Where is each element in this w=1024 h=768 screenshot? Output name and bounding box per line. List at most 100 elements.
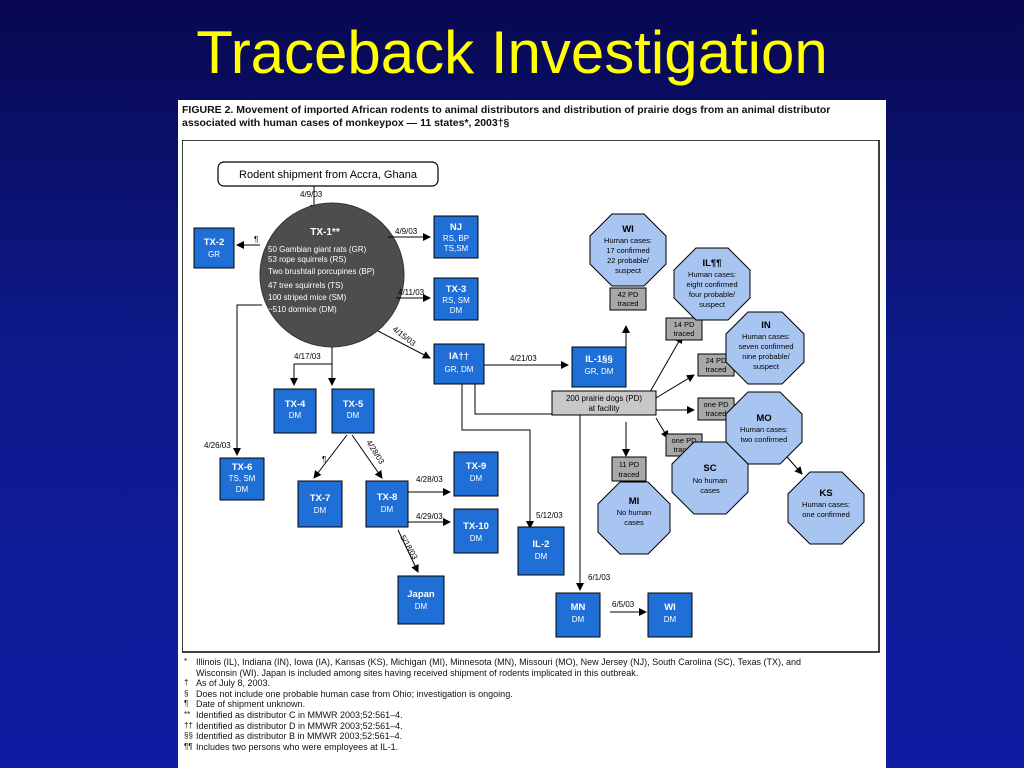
pd-il-0: 14 PD — [674, 320, 695, 329]
state-wi-l3: suspect — [615, 266, 642, 275]
state-il-l3: suspect — [699, 300, 726, 309]
footnote-text: Wisconsin (WI). Japan is included among … — [196, 667, 639, 678]
date-tx10: 4/29/03 — [416, 512, 443, 521]
date-tx3: 4/11/03 — [398, 288, 425, 297]
arrow-tx1-tx6 — [233, 304, 262, 456]
figure-caption: FIGURE 2. Movement of imported African r… — [182, 104, 882, 129]
footnote-mark: ¶¶ — [184, 741, 193, 751]
pd-sc-0: one PD — [671, 436, 697, 445]
box-il1-name: IL-1§§ — [585, 354, 612, 365]
pd-sc-1: traced — [674, 445, 695, 454]
pd-box-wi — [609, 287, 647, 311]
connectors — [233, 233, 803, 616]
box-tx6-sub2: DM — [236, 485, 249, 494]
box-tx7-sub: DM — [314, 506, 327, 515]
box-tx5-sub: DM — [347, 411, 360, 420]
box-tx9-name: TX-9 — [466, 461, 487, 472]
tx1-line-4: 100 striped mice (SM) — [268, 293, 347, 302]
footnote-mark: * — [184, 657, 188, 666]
arrow-tx1-ia — [377, 330, 431, 359]
box-tx4 — [273, 388, 317, 434]
footnote-text: Illinois (IL), Indiana (IN), Iowa (IA), … — [196, 657, 801, 667]
date-tx8: 4/28/03 — [364, 438, 386, 466]
octagon-mi — [597, 481, 671, 555]
footnote: * Illinois (IL), Indiana (IN), Iowa (IA),… — [184, 657, 884, 668]
box-il2 — [517, 526, 565, 576]
footnote-text: Identified as distributor C in MMWR 2003… — [196, 709, 403, 720]
state-ks-l0: Human cases: — [802, 500, 850, 509]
tx1-line-2: Two brushtail porcupines (BP) — [268, 267, 375, 276]
pd-il-1: traced — [674, 329, 695, 338]
state-sc-name: SC — [703, 463, 716, 474]
box-wi-dist-sub: DM — [664, 615, 677, 624]
box-tx3 — [433, 277, 479, 321]
caption-line-1: FIGURE 2. Movement of imported African r… — [182, 104, 831, 116]
footnote: ¶¶Includes two persons who were employee… — [184, 742, 884, 753]
date-il1: 4/21/03 — [510, 354, 537, 363]
traceback-diagram: Rodent shipment from Accra, Ghana 4/9/03… — [182, 140, 880, 653]
state-il-l1: eight confirmed — [686, 280, 737, 289]
figure-panel: FIGURE 2. Movement of imported African r… — [178, 100, 886, 768]
state-il-l2: four probable/ — [689, 290, 736, 299]
pd-boxes: 42 PD traced 14 PD traced 24 PD traced o… — [609, 287, 735, 482]
arrow-tx5-tx7 — [313, 434, 348, 479]
state-mo-l0: Human cases: — [740, 425, 788, 434]
state-mo-l1: two confirmed — [741, 435, 788, 444]
footnote-mark: †† — [184, 720, 193, 730]
footnote: **Identified as distributor C in MMWR 20… — [184, 710, 884, 721]
box-il1 — [571, 346, 627, 388]
footnote-mark: † — [184, 678, 189, 688]
date-tx6: 4/26/03 — [204, 441, 231, 450]
octagon-mo — [725, 391, 803, 465]
shipment-box — [217, 161, 439, 187]
state-in-name: IN — [761, 320, 771, 331]
state-sc-l0: No human — [693, 476, 728, 485]
box-tx4-sub: DM — [289, 411, 302, 420]
state-il-name: IL¶¶ — [702, 258, 721, 269]
arrow-facility-in — [655, 374, 695, 399]
box-tx4-name: TX-4 — [285, 399, 306, 410]
octagon-in — [725, 311, 805, 385]
state-wi-l2: 22 probable/ — [607, 256, 650, 265]
box-tx5 — [331, 388, 375, 434]
box-tx8-name: TX-8 — [377, 492, 398, 503]
footnote-mark: §§ — [184, 731, 193, 741]
pd-mi-1: traced — [619, 470, 640, 479]
footnote: ¶Date of shipment unknown. — [184, 699, 884, 710]
box-il1-sub: GR, DM — [585, 367, 614, 376]
box-tx9 — [453, 451, 499, 497]
date-il2: 5/12/03 — [536, 511, 563, 520]
arrow-facility-il — [649, 335, 683, 393]
slide-title: Traceback Investigation — [196, 19, 828, 86]
tx1-line-3: 47 tree squirrels (TS) — [268, 281, 343, 290]
date-tx45: 4/17/03 — [294, 352, 321, 361]
tx1-label: TX-1** — [310, 227, 340, 238]
tx1-line-5: ~510 dormice (DM) — [268, 305, 337, 314]
footnote-text: Does not include one probable human case… — [196, 688, 513, 699]
date-tx9: 4/28/03 — [416, 475, 443, 484]
box-nj-sub: RS, BP — [443, 234, 469, 243]
box-tx6-sub: TS, SM — [229, 474, 256, 483]
state-mi-l1: cases — [624, 518, 644, 527]
state-in-l2: nine probable/ — [742, 352, 790, 361]
octagon-ks — [787, 471, 865, 545]
box-tx10-sub: DM — [470, 534, 483, 543]
footnote-text: Identified as distributor B in MMWR 2003… — [196, 731, 403, 742]
box-tx3-name: TX-3 — [446, 284, 467, 295]
state-in-l0: Human cases: — [742, 332, 790, 341]
arrow-ia-mn — [474, 384, 584, 591]
box-tx7-name: TX-7 — [310, 493, 331, 504]
box-tx5-name: TX-5 — [343, 399, 364, 410]
octagon-sc — [671, 441, 749, 515]
date-nj: 4/9/03 — [395, 227, 418, 236]
tx1-line-1: 53 rope squirrels (RS) — [268, 255, 347, 264]
footnote-mark: ¶ — [184, 699, 189, 709]
box-nj-sub2: TS,SM — [444, 244, 469, 253]
pd-in-0: 24 PD — [706, 356, 727, 365]
pd-wi-0: 42 PD — [618, 290, 639, 299]
facility-line-0: 200 prairie dogs (PD) — [566, 394, 642, 403]
box-mn-sub: DM — [572, 615, 585, 624]
pd-mo-1: traced — [706, 409, 727, 418]
pd-mi-0: 11 PD — [619, 460, 640, 469]
box-tx2-name: TX-2 — [204, 237, 225, 248]
